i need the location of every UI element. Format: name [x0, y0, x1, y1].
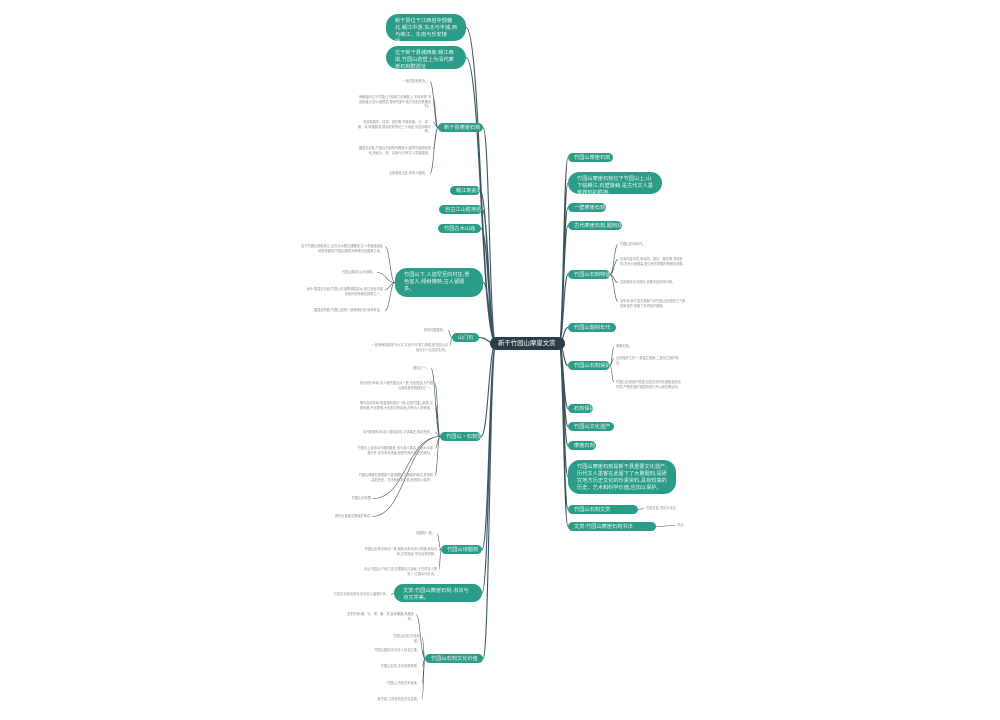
- left-leaf-edge: [449, 337, 453, 346]
- left-leaf-text: 由于竹园山濒临赣江,自古为水路交通要道,文人墨客途经此地多有题刻,竹园山遂成为摩…: [301, 244, 383, 253]
- left-leaf-text: 竹园山石刻群: [351, 496, 371, 500]
- right-branch-node-5[interactable]: 竹园山石刻特征: [568, 270, 610, 279]
- left-leaf-text: 宋代绍兴年间,邑人题竹园山诗一首,书法遒劲,为竹园山现存最早的题刻之一。: [359, 381, 433, 390]
- left-leaf-text: 竹园山,书法艺术宝库。: [387, 681, 420, 685]
- left-branch-node-5[interactable]: 自古江山胜地名: [439, 205, 482, 214]
- left-branch-node-3[interactable]: 新干县摩崖石刻: [438, 123, 483, 132]
- left-branch-edge-3: [482, 126, 497, 345]
- left-leaf-edge: [434, 436, 441, 476]
- left-leaf-edge: [432, 97, 439, 128]
- left-leaf-edge: [390, 592, 395, 595]
- left-leaf-edge: [434, 436, 441, 449]
- left-leaf-edge: [432, 122, 439, 128]
- right-branch-node-13[interactable]: 文赏:竹园山摩崖石刻书法: [568, 522, 656, 531]
- right-leaf-text: 竹园山石刻保护范围,包括石刻所在崖壁及周边环境,严禁在保护范围内进行开山采石等活…: [616, 380, 681, 389]
- left-leaf-edge: [421, 658, 426, 700]
- right-leaf-edge: [609, 274, 619, 283]
- right-branch-node-2[interactable]: 竹园山摩崖石刻位于竹园山上,山下临赣江,石壁陡峭,是古代文人墨客题刻的胜地。: [568, 172, 662, 194]
- right-branch-node-8[interactable]: 石刻保护: [568, 404, 593, 413]
- left-leaf-edge: [371, 436, 441, 517]
- right-branch-node-9[interactable]: 竹园山文化遗产: [568, 422, 614, 431]
- right-branch-node-4[interactable]: 古代摩崖石刻,题刻众多: [568, 221, 622, 230]
- right-leaf-text: 石刻保存状况良好,多数字迹清晰可辨。: [620, 280, 676, 284]
- left-leaf-text: 竹园山摩崖石刻是新干县重要的文物保护单位,具有较高的历史、艺术和科学价值,值得加…: [358, 473, 433, 482]
- left-leaf-text: 清代乾隆年间,邑人题刻诗句,字体端庄,保存完好。: [363, 430, 433, 434]
- left-branch-node-9[interactable]: 竹园山・石刻赏析: [440, 432, 481, 441]
- left-leaf-edge: [384, 282, 396, 290]
- left-branch-node-1[interactable]: 新干县位于江西省中部偏北,赣江中游,东北与丰城,西与峡江、东南与乐安接壤。: [386, 14, 466, 41]
- left-leaf-text: 诗云:竹园山下赣江流,石壁题诗几百秋,千古风流人物尽,一江春水向东流。: [363, 567, 437, 576]
- right-leaf-text: 石刻文赏,书法与诗文。: [646, 506, 679, 510]
- left-branch-edge-12: [482, 342, 497, 660]
- right-leaf-edge: [609, 358, 615, 366]
- left-leaf-text: 据县志所载,竹园山还有一处摩崖石刻,尚待考证。: [314, 308, 383, 312]
- root-topic-node[interactable]: 新干竹园山摩崖文赏: [490, 337, 565, 350]
- left-leaf-edge: [421, 650, 426, 659]
- left-leaf-text: 石刻书体:楷、行、草、隶、篆,各体兼备,风格多样。: [347, 612, 414, 621]
- left-branch-node-12[interactable]: 竹园山石刻文化价值: [425, 654, 483, 663]
- left-leaf-text: 竹园山题刻,历代名人诗文汇集。: [374, 648, 420, 652]
- left-branch-node-4[interactable]: 赣江到此石: [450, 186, 480, 195]
- left-branch-node-6[interactable]: 竹园古木山庙: [438, 224, 481, 233]
- right-branch-node-6[interactable]: 竹园山题刻年代: [568, 323, 616, 332]
- left-branch-node-8[interactable]: 山门石: [452, 333, 479, 342]
- left-leaf-edge: [430, 368, 441, 437]
- left-leaf-text: 竹园山题刻,山水相映。: [342, 270, 375, 274]
- left-leaf-text: 一处摩崖题刻篆书大字,字径尺许,笔力雄健,是竹园山中最为引人注目的石刻。: [371, 343, 448, 352]
- right-branch-edge-13: [558, 342, 569, 528]
- left-leaf-edge: [384, 246, 396, 283]
- left-leaf-text: 山前临赣江处,有宋人题刻。: [388, 171, 428, 175]
- left-leaf-text: 竹园山石刻,文化底蕴深厚。: [380, 664, 420, 668]
- right-leaf-edge: [655, 525, 676, 527]
- left-leaf-edge: [447, 330, 453, 338]
- left-leaf-text: 新干县,江西省历史文化名城。: [377, 697, 420, 701]
- left-branch-node-10[interactable]: 竹园山诗题刻: [441, 545, 482, 554]
- left-leaf-text: 竹园山石刻中有诗一首,相传为宋代诗人所题,诗句清新,意境深远,书法自然流畅。: [364, 547, 437, 556]
- right-leaf-edge: [609, 259, 619, 275]
- right-branch-node-11[interactable]: 竹园山摩崖石刻是新干县重要文化遗产,历代文人墨客在此留下了大量题刻,是研究地方历…: [568, 460, 676, 494]
- left-leaf-edge: [429, 127, 439, 174]
- left-leaf-edge: [384, 282, 396, 311]
- left-leaf-text: 竹园山石刻,书法精湛。: [393, 634, 420, 643]
- left-leaf-text: 现列为县级文物保护单位: [334, 514, 370, 518]
- left-leaf-text: 前有石壁题刻。: [423, 328, 446, 332]
- right-leaf-edge: [609, 274, 619, 302]
- left-leaf-text: 摩崖题刻位于竹园山下临赣江的崖壁上,字体多样,书法精湛,历史价值很高,是研究新干…: [358, 95, 431, 109]
- left-leaf-text: 此外,据县志记载,竹园山石刻群规模宏大,是江西省内保存较好的摩崖石刻群之一。: [306, 287, 383, 296]
- left-leaf-text: 内容有题字、诗词、游记等,书体有楷、行、草、隶、篆,风格各异,现存较好的约三十余…: [357, 120, 431, 134]
- right-leaf-text: 石刻内容丰富,有诗词、游记、题名等,书体多样,艺术价值很高,是江西省重要的摩崖石…: [620, 257, 686, 266]
- left-leaf-text: 诗题刻一首。: [415, 531, 435, 535]
- left-branch-node-11[interactable]: 文赏:竹园山摩崖石刻,书法与诗文并美。: [394, 584, 482, 602]
- right-leaf-text: 书法。: [677, 523, 687, 527]
- right-leaf-text: 近年来,新干县文物部门对竹园山石刻进行了调查和保护,采取了多项保护措施。: [620, 299, 685, 308]
- right-leaf-text: 石刻保护工作:一是建立档案,二是设立保护标志。: [616, 356, 679, 365]
- right-leaf-edge: [609, 244, 619, 275]
- left-leaf-text: 一面石壁刻有诗。: [402, 79, 429, 83]
- right-leaf-text: 竹园山石刻年代。: [620, 242, 646, 246]
- right-branch-node-3[interactable]: 一壁摩崖石刻: [568, 203, 606, 212]
- right-leaf-edge: [637, 508, 645, 510]
- left-leaf-text: 题刻之一。: [413, 366, 429, 370]
- left-leaf-text: 石刻文化源远流长,历代名人留题众多。: [333, 592, 389, 596]
- right-branch-node-10[interactable]: 摩崖石刻: [568, 441, 596, 450]
- right-leaf-text: 摩崖石刻。: [616, 344, 632, 348]
- left-leaf-edge: [376, 272, 396, 283]
- left-leaf-edge: [434, 403, 441, 437]
- left-leaf-edge: [436, 533, 442, 550]
- left-leaf-edge: [438, 549, 442, 570]
- right-branch-node-1[interactable]: 竹园山摩崖石刻: [568, 153, 613, 162]
- left-branch-node-2[interactable]: 位于新干县城西南,赣江西岸,竹园山岩壁上为清代摩崖石刻群遗址: [386, 46, 466, 69]
- right-leaf-edge: [609, 365, 615, 383]
- left-leaf-text: 据县志记载,竹园山石刻年代跨度大,最早可追溯到宋代,历经元、明、清各代,均有文人…: [358, 146, 431, 155]
- left-leaf-text: 明代嘉靖年间,知县题刻游记一篇,记述竹园山景致,文辞优美,书法秀丽,为石刻中的精…: [359, 401, 433, 410]
- left-branch-node-7[interactable]: 竹园山下,人迹罕至的村庄,景色宜人,绿树掩映,古人留题多。: [395, 268, 483, 297]
- right-branch-node-7[interactable]: 竹园山石刻保护: [568, 361, 610, 370]
- right-branch-node-12[interactable]: 竹园山石刻文赏: [568, 505, 638, 514]
- left-leaf-text: 竹园山上另有清代题刻数处,多为游人题名,书法水平参差不齐,但亦有可观者,是研究地…: [357, 446, 433, 455]
- left-branch-edge-2: [465, 56, 497, 345]
